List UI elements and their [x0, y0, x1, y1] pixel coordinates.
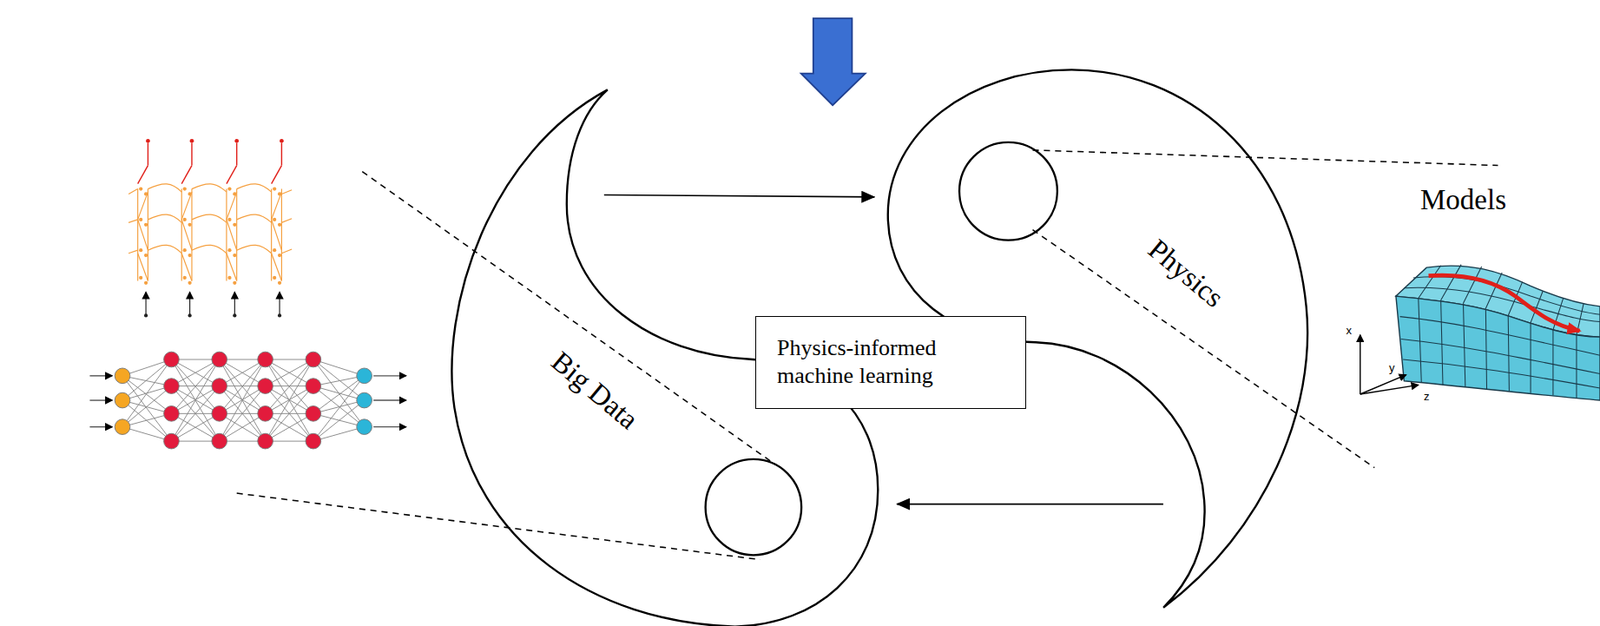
flow-arrow — [604, 194, 875, 197]
dashed-leaders — [237, 150, 1499, 560]
mesh-model-illustration — [1360, 264, 1600, 401]
region-label: Physics — [1141, 232, 1230, 314]
axis-label: y — [1389, 361, 1396, 375]
section-label: Models — [1420, 184, 1507, 217]
process-box: Physics-informed machine learning — [755, 316, 1027, 409]
axis-label: x — [1346, 322, 1353, 336]
neural-network-illustration — [89, 351, 406, 449]
axis-label: z — [1423, 389, 1430, 403]
rnn-illustration — [128, 138, 292, 318]
input-arrow — [801, 18, 866, 106]
flow-arrow — [896, 503, 1164, 506]
box-label: Physics-informed machine learning — [756, 316, 1026, 409]
region-label: Big Data — [545, 345, 645, 436]
